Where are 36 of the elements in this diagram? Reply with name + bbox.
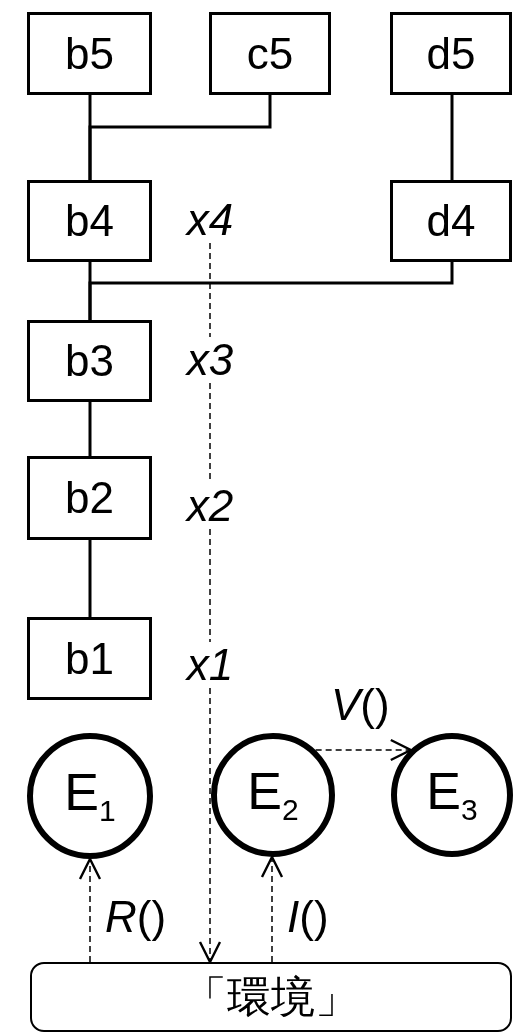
box [27,617,152,700]
connector-line [209,528,211,643]
connector-line [88,402,92,456]
box-label: b2 [65,476,114,520]
box-label: b1 [65,636,114,681]
box-label: b4 [65,199,114,243]
node-label: E$_{2}$ [247,764,299,826]
box-label: d4 [426,199,476,243]
arrow [260,855,284,963]
box [27,456,152,540]
arrow [198,687,222,964]
box-label: 「環境」 [183,975,359,1019]
box-label: d5 [426,31,476,76]
connector-line [209,242,211,338]
variable-label: x2 [176,483,244,529]
connector-line [450,95,454,180]
connector-line [88,540,92,617]
node-label: E$_{3}$ [426,764,478,826]
box [209,12,331,95]
box-label: b3 [65,339,114,383]
connector-line [88,262,92,320]
variable-label: x1 [176,642,244,688]
connector-line [88,95,272,180]
variable-label: x4 [176,197,244,243]
arrow [78,857,102,963]
variable-label: x3 [176,337,244,383]
rounded-box [30,962,512,1032]
box-label: b5 [65,31,114,76]
arrow [314,738,412,762]
box [390,180,512,262]
box [27,12,152,95]
box [27,320,152,402]
box [27,180,152,262]
box-label: c5 [246,31,294,76]
box [390,12,512,95]
node-label: E$_{1}$ [64,765,116,827]
